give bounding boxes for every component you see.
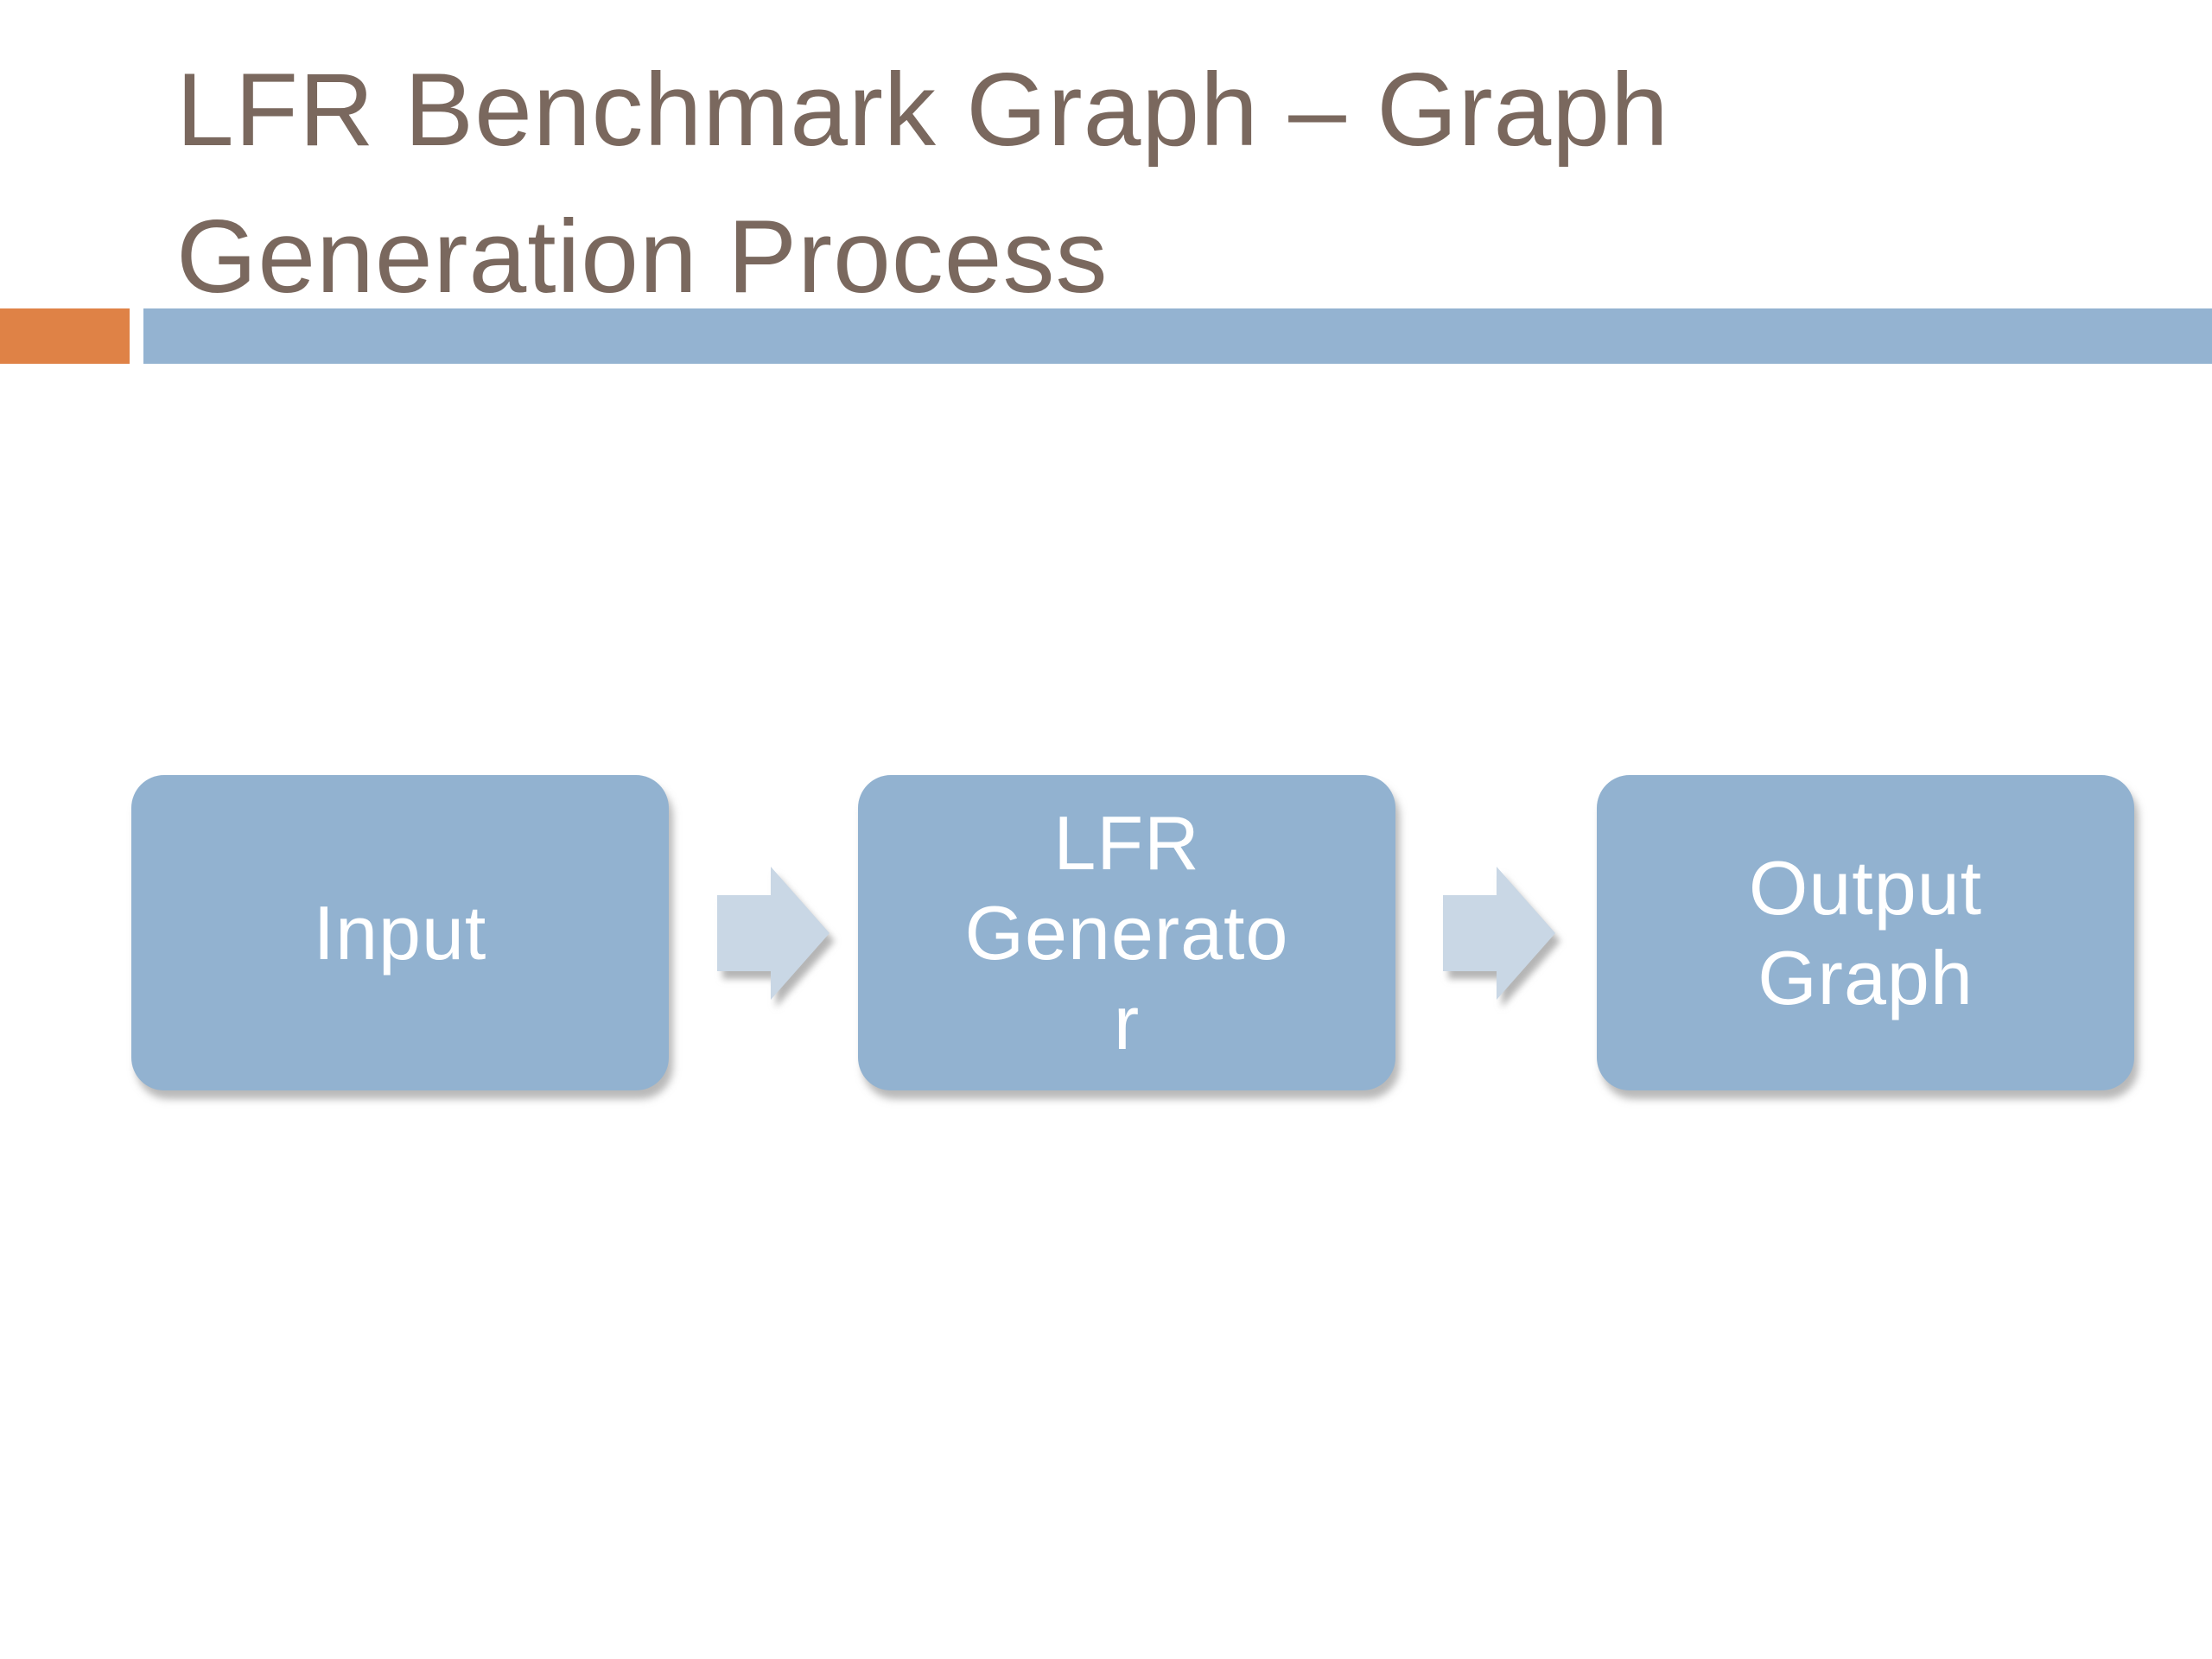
- process-node-input-label: Input: [313, 889, 487, 976]
- process-node-lfr-generator: LFR Generato r: [858, 775, 1395, 1090]
- process-node-input: Input: [131, 775, 669, 1090]
- right-arrow-icon: [717, 867, 830, 1000]
- slide-title-line-2: Generation Process: [176, 199, 1109, 315]
- slide-title: LFR Benchmark Graph – Graph Generation P…: [176, 36, 2077, 330]
- accent-orange-block: [0, 308, 130, 364]
- accent-blue-bar: [143, 308, 2212, 364]
- process-node-lfr-generator-label-line-1: LFR: [1053, 799, 1200, 886]
- right-arrow-icon: [1443, 867, 1555, 1000]
- process-node-lfr-generator-label-line-3: r: [1113, 979, 1141, 1065]
- slide-title-line-1: LFR Benchmark Graph – Graph: [176, 52, 1669, 168]
- process-node-output-graph-label-line-2: Graph: [1758, 934, 1974, 1020]
- process-node-lfr-generator-label-line-2: Generato: [964, 889, 1289, 976]
- process-node-output-graph-label-line-1: Output: [1748, 844, 1983, 931]
- process-node-output-graph: Output Graph: [1597, 775, 2134, 1090]
